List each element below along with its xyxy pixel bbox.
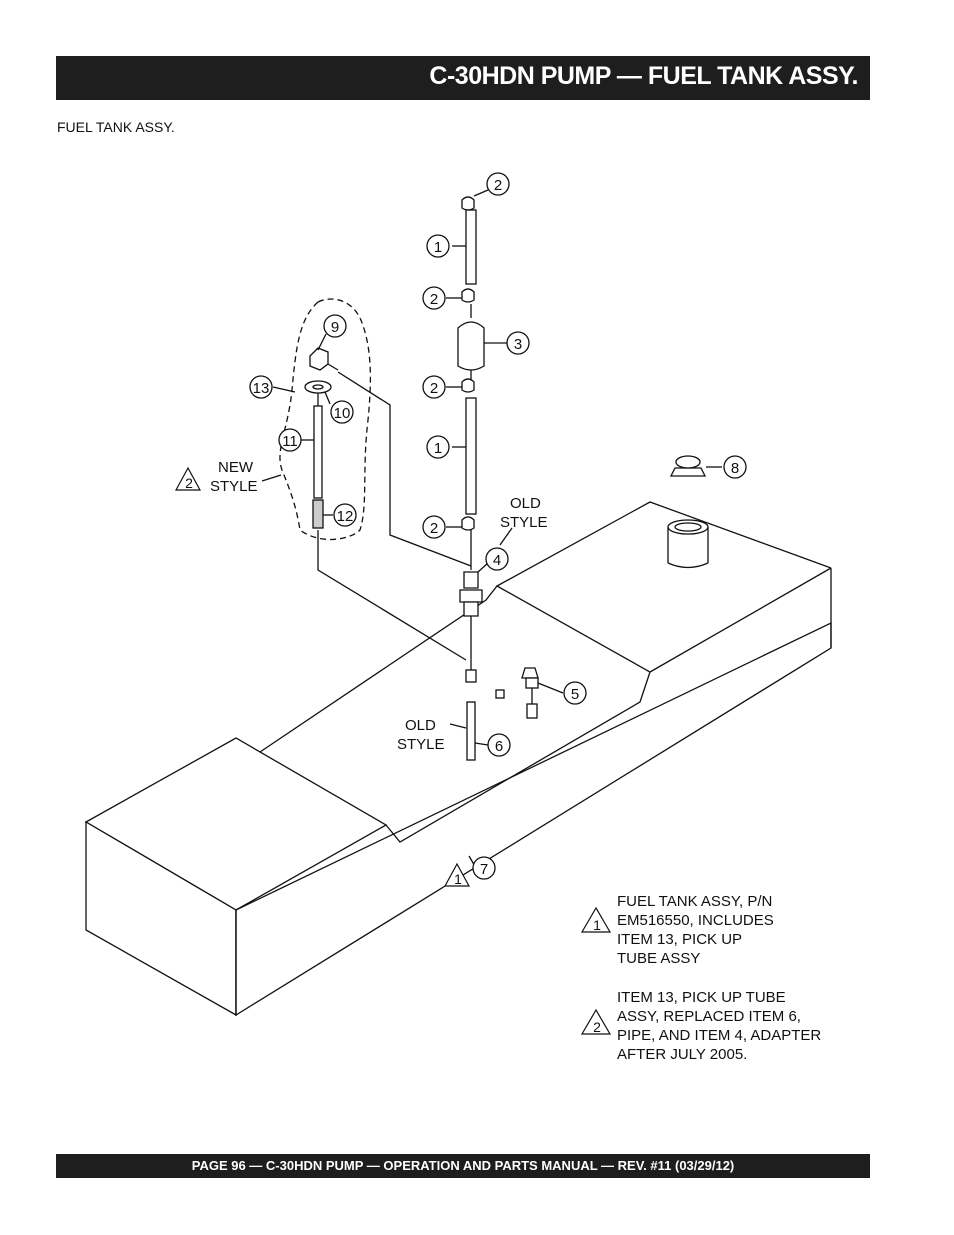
svg-text:13: 13 — [253, 380, 270, 397]
svg-text:7: 7 — [480, 861, 488, 878]
svg-text:2: 2 — [430, 520, 438, 537]
callout-1-second: 1 — [426, 435, 450, 459]
note-triangle-note1: 1 — [580, 906, 612, 933]
old-style-top-label-line2: STYLE — [500, 514, 548, 531]
note2-line4: AFTER JULY 2005. — [617, 1046, 747, 1063]
svg-text:5: 5 — [571, 686, 579, 703]
callout-1-top: 1 — [426, 234, 450, 258]
callout-4: 4 — [485, 547, 509, 571]
svg-text:2: 2 — [185, 475, 193, 491]
callout-9: 9 — [323, 314, 347, 338]
callout-8: 8 — [723, 455, 747, 479]
old-style-top-label-line1: OLD — [510, 495, 541, 512]
svg-text:4: 4 — [493, 552, 501, 569]
svg-text:10: 10 — [334, 405, 351, 422]
callout-3: 3 — [506, 331, 530, 355]
note1-line3: ITEM 13, PICK UP — [617, 931, 742, 948]
svg-text:1: 1 — [434, 440, 442, 457]
svg-text:1: 1 — [593, 917, 601, 933]
page-footer-bar: PAGE 96 — C-30HDN PUMP — OPERATION AND P… — [56, 1154, 870, 1178]
callout-2-fourth: 2 — [422, 515, 446, 539]
svg-text:9: 9 — [331, 319, 339, 336]
svg-text:2: 2 — [494, 177, 502, 194]
svg-text:2: 2 — [430, 380, 438, 397]
svg-text:2: 2 — [593, 1019, 601, 1035]
old-style-bottom-label-line2: STYLE — [397, 736, 445, 753]
callout-2-third: 2 — [422, 375, 446, 399]
section-subtitle: FUEL TANK ASSY. — [57, 119, 175, 135]
callout-5: 5 — [563, 681, 587, 705]
svg-text:1: 1 — [454, 871, 462, 887]
svg-text:1: 1 — [434, 239, 442, 256]
svg-text:12: 12 — [337, 508, 354, 525]
callout-6: 6 — [487, 733, 511, 757]
svg-text:3: 3 — [514, 336, 522, 353]
callout-10: 10 — [330, 400, 354, 424]
fuel-line-assembly — [457, 189, 539, 761]
svg-text:11: 11 — [282, 433, 298, 450]
new-style-label-line2: STYLE — [210, 478, 258, 495]
old-style-bottom-label-line1: OLD — [405, 717, 436, 734]
note-triangle-tank: 1 — [443, 862, 471, 887]
page-title: C-30HDN PUMP — FUEL TANK ASSY. — [429, 62, 858, 90]
note2-line1: ITEM 13, PICK UP TUBE — [617, 989, 786, 1006]
callout-2-top: 2 — [486, 172, 510, 196]
callout-11: 11 — [278, 428, 302, 452]
callout-13: 13 — [249, 375, 273, 399]
filler-neck — [667, 519, 709, 569]
footer-text: PAGE 96 — C-30HDN PUMP — OPERATION AND P… — [191, 1158, 735, 1173]
callout-7: 7 — [472, 856, 496, 880]
svg-text:2: 2 — [430, 291, 438, 308]
note1-line1: FUEL TANK ASSY, P/N — [617, 893, 772, 910]
notes-block: FUEL TANK ASSY, P/N EM516550, INCLUDES I… — [617, 893, 821, 1063]
svg-text:8: 8 — [731, 460, 739, 477]
page-header-bar: C-30HDN PUMP — FUEL TANK ASSY. — [56, 56, 870, 100]
pickup-tube-assy — [279, 298, 472, 661]
callout-12: 12 — [333, 503, 357, 527]
note2-line2: ASSY, REPLACED ITEM 6, — [617, 1008, 801, 1025]
note2-line3: PIPE, AND ITEM 4, ADAPTER — [617, 1027, 821, 1044]
note1-line2: EM516550, INCLUDES — [617, 912, 774, 929]
svg-text:6: 6 — [495, 738, 503, 755]
note1-line4: TUBE ASSY — [617, 950, 700, 967]
fuel-cap — [669, 455, 722, 477]
fuel-tank-outline — [84, 501, 832, 1017]
callout-2-second: 2 — [422, 286, 446, 310]
new-style-label-line1: NEW — [218, 459, 254, 476]
note-triangle-new-style: 2 — [174, 466, 202, 491]
note-triangle-note2: 2 — [580, 1008, 612, 1035]
